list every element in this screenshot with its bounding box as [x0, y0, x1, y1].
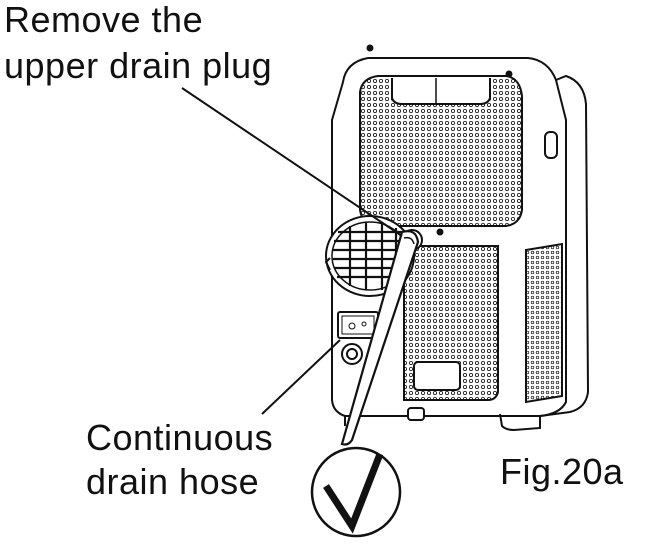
- figure-caption: Fig.20a: [500, 451, 624, 492]
- upper-plug-label-line2: upper drain plug: [4, 45, 273, 86]
- leader-drain-hose: [261, 339, 341, 415]
- upper-plug-label-line1: Remove the: [4, 0, 204, 40]
- lower-drain-outlet: [341, 343, 363, 365]
- bottom-plug: [407, 407, 425, 421]
- side-grille: [525, 242, 563, 404]
- drain-hose-label-line2: drain hose: [86, 461, 260, 502]
- check-mark-icon: [310, 446, 402, 538]
- continuous-drain-hose: [340, 230, 420, 446]
- leader-upper-drain-plug: [181, 87, 403, 237]
- drain-hose-label-line1: Continuous: [86, 417, 274, 458]
- lower-grille: [403, 245, 499, 401]
- upper-grille: [359, 75, 523, 227]
- leader-lines: [181, 87, 403, 415]
